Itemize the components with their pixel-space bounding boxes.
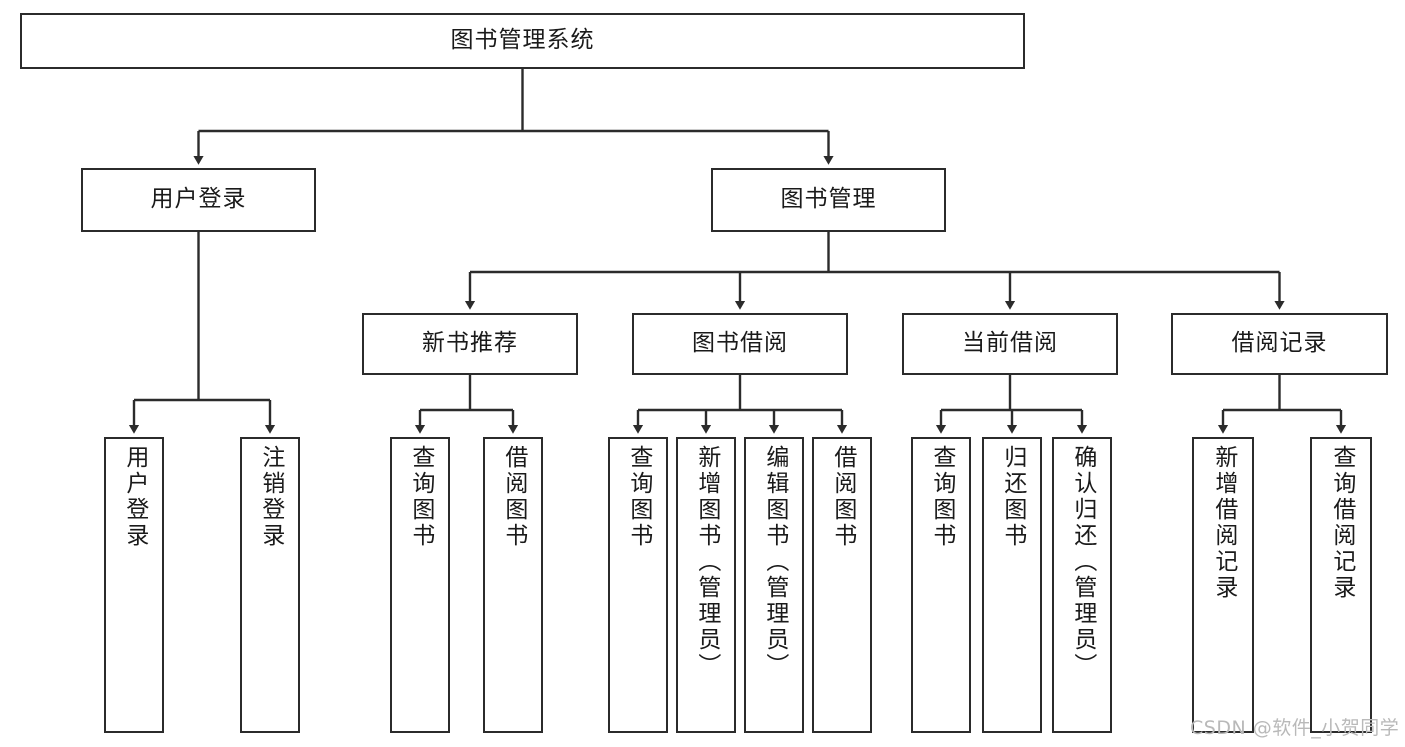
node-leaf-query-borrow-record[interactable]: 查询借阅记录 [1310,437,1372,733]
node-label: 用户登录 [121,445,148,549]
node-current-borrow[interactable]: 当前借阅 [902,313,1118,375]
node-label: 查询图书 [625,445,652,549]
node-label: 图书借阅 [692,330,788,357]
node-label: 归还图书 [999,445,1026,549]
node-label: 注销登录 [257,445,284,549]
node-leaf-user-login[interactable]: 用户登录 [104,437,164,733]
node-label: 当前借阅 [962,330,1058,357]
node-leaf-query-book-1[interactable]: 查询图书 [390,437,450,733]
node-book-manage[interactable]: 图书管理 [711,168,946,232]
node-leaf-add-borrow-record[interactable]: 新增借阅记录 [1192,437,1254,733]
node-leaf-borrow-book-1[interactable]: 借阅图书 [483,437,543,733]
node-book-borrow[interactable]: 图书借阅 [632,313,848,375]
node-label: 借阅图书 [500,445,527,549]
node-label: 查询图书 [407,445,434,549]
node-root-system[interactable]: 图书管理系统 [20,13,1025,69]
node-label: 确认归还（管理员） [1069,445,1096,679]
node-user-login[interactable]: 用户登录 [81,168,316,232]
node-label: 编辑图书（管理员） [761,445,788,679]
node-leaf-query-book-3[interactable]: 查询图书 [911,437,971,733]
node-leaf-return-book[interactable]: 归还图书 [982,437,1042,733]
node-leaf-logout-login[interactable]: 注销登录 [240,437,300,733]
node-new-book-recommend[interactable]: 新书推荐 [362,313,578,375]
node-leaf-query-book-2[interactable]: 查询图书 [608,437,668,733]
node-label: 新书推荐 [422,330,518,357]
node-label: 查询借阅记录 [1328,445,1355,601]
node-leaf-add-book-admin[interactable]: 新增图书（管理员） [676,437,736,733]
node-label: 新增图书（管理员） [693,445,720,679]
node-leaf-edit-book-admin[interactable]: 编辑图书（管理员） [744,437,804,733]
node-leaf-borrow-book-2[interactable]: 借阅图书 [812,437,872,733]
node-label: 图书管理 [780,186,877,213]
node-label: 借阅记录 [1231,330,1328,357]
node-label: 图书管理系统 [450,27,595,54]
node-label: 查询图书 [928,445,955,549]
node-borrow-record[interactable]: 借阅记录 [1171,313,1388,375]
node-label: 借阅图书 [829,445,856,549]
node-label: 新增借阅记录 [1210,445,1237,601]
node-leaf-confirm-return-admin[interactable]: 确认归还（管理员） [1052,437,1112,733]
node-label: 用户登录 [150,186,247,213]
